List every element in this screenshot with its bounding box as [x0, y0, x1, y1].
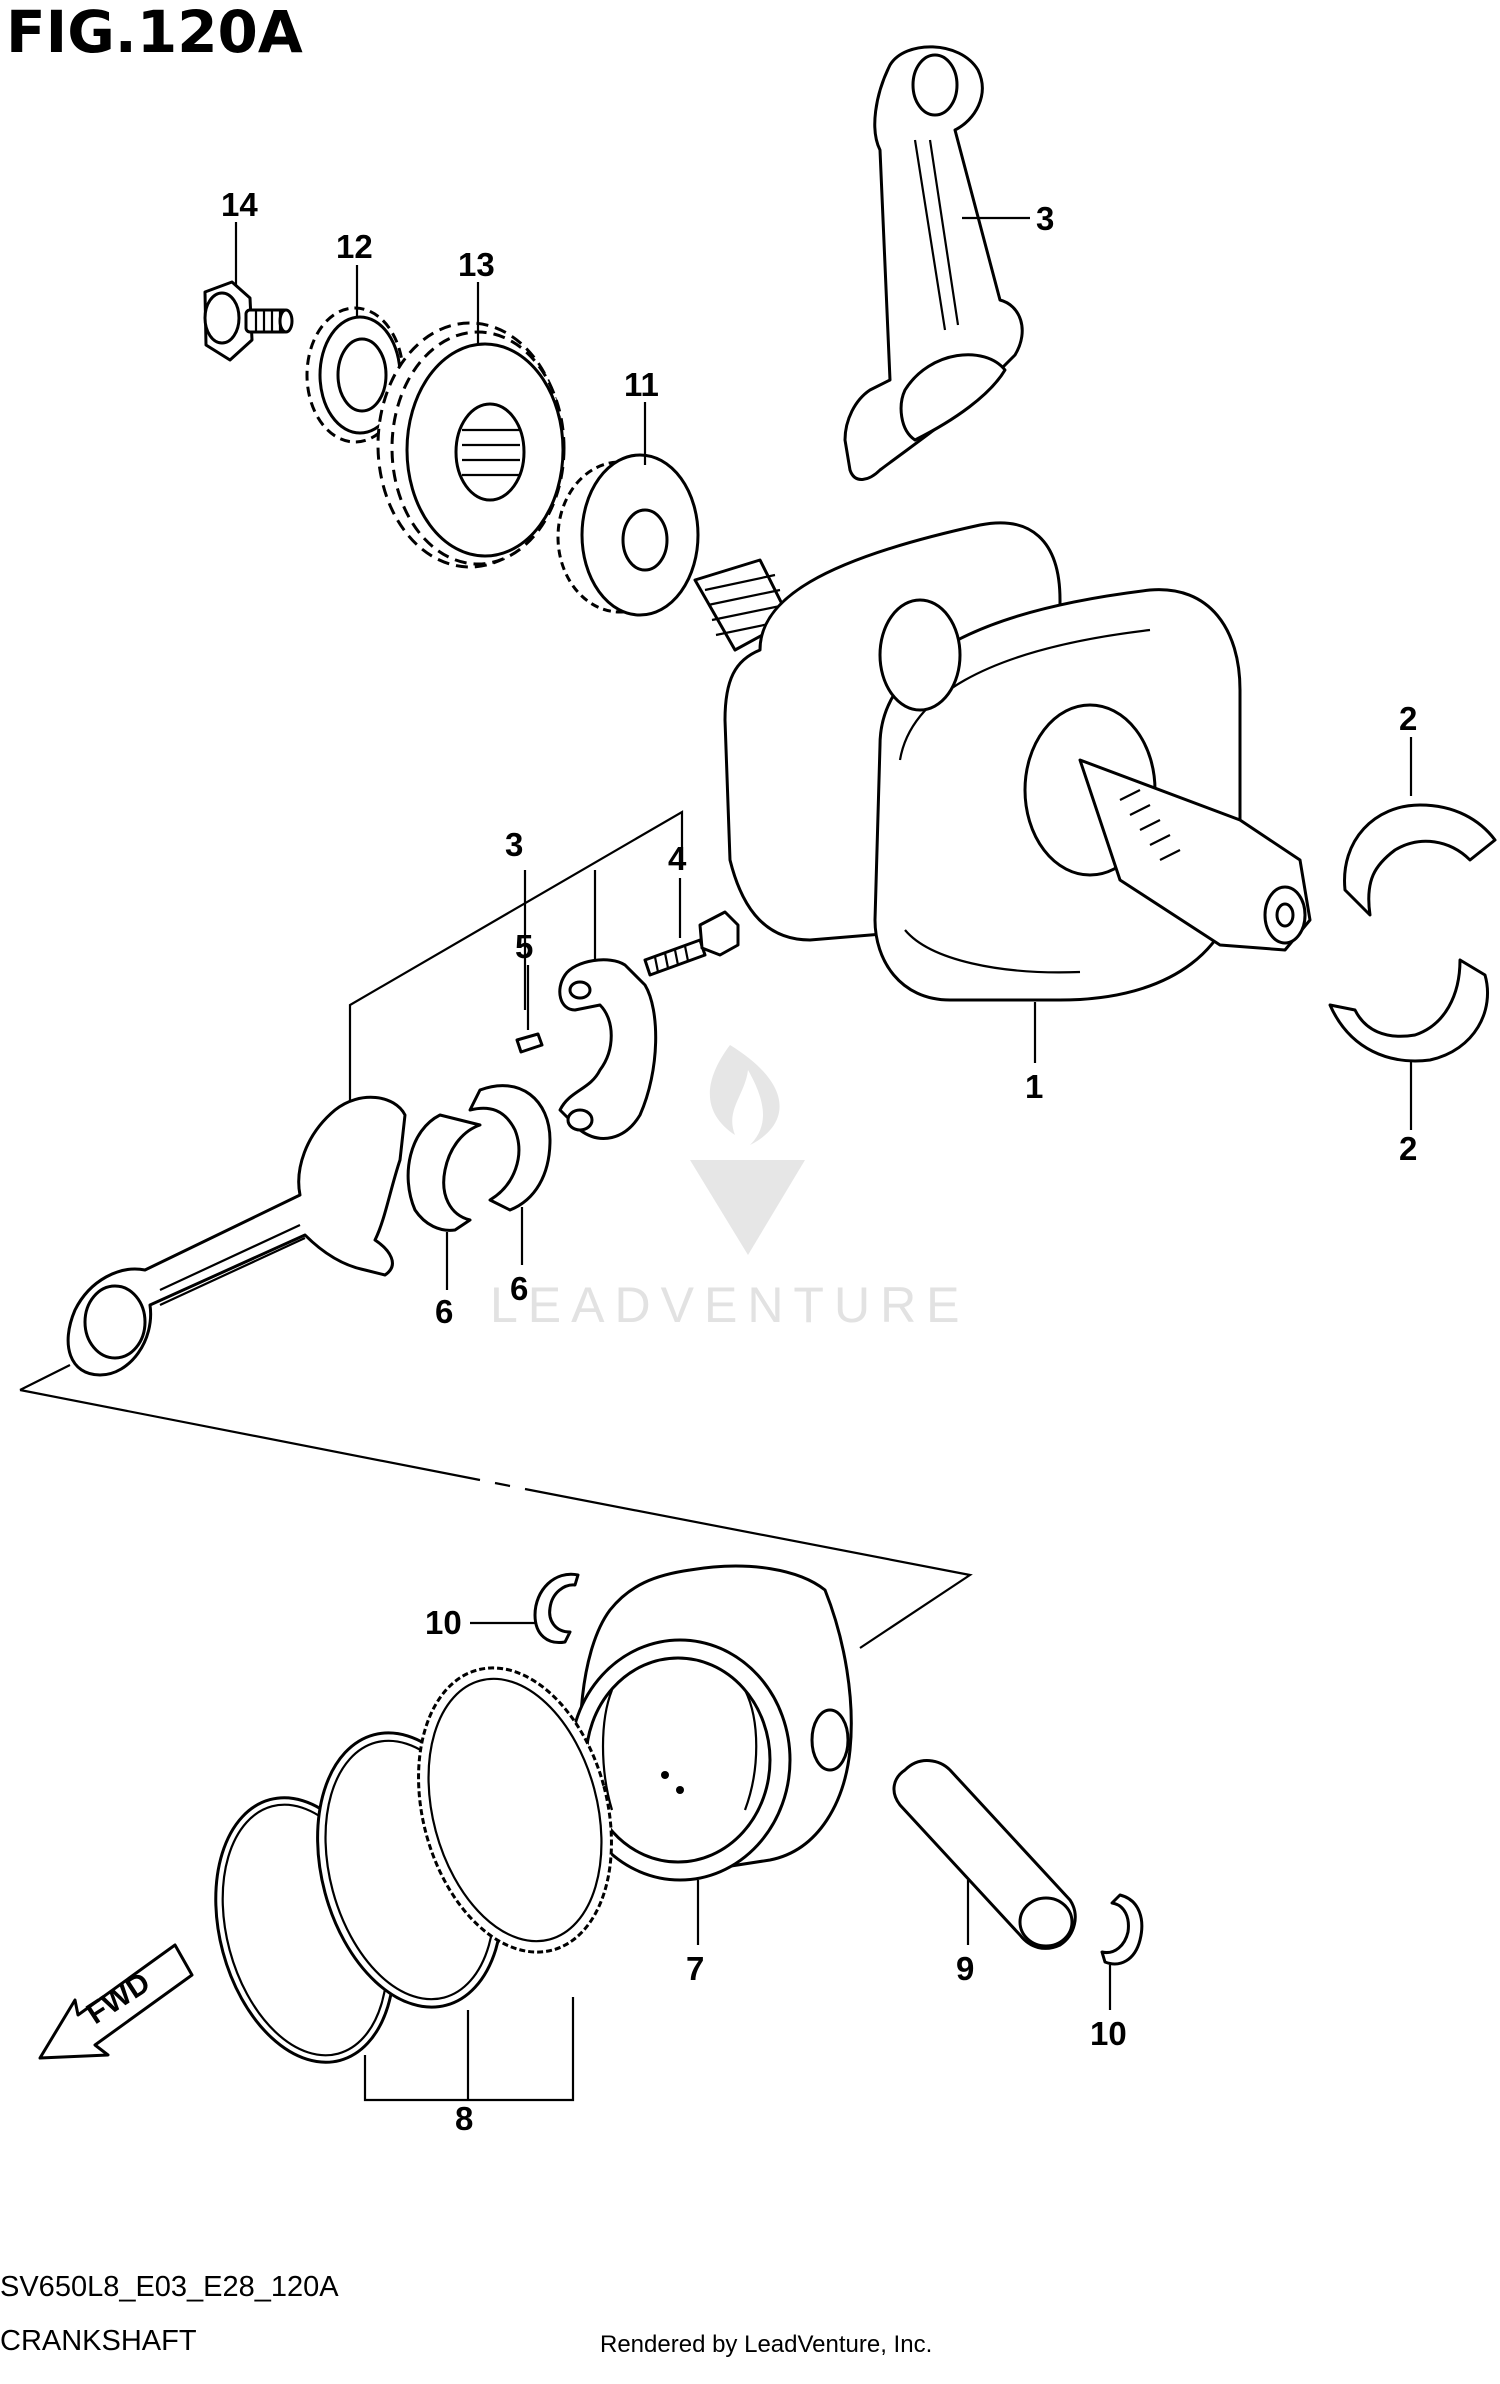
part-3-rod-cap[interactable]: [558, 958, 658, 1140]
part-4-rod-bolt[interactable]: [643, 910, 740, 977]
callout-6-a[interactable]: 6: [435, 1293, 453, 1330]
leadventure-watermark: LEADVENTURE: [490, 1045, 970, 1333]
part-2-crank-bearing-lower[interactable]: [1328, 958, 1490, 1063]
callout-7[interactable]: 7: [686, 1950, 704, 1987]
fwd-direction-badge: FWD: [38, 1943, 194, 2060]
callout-2-upper[interactable]: 2: [1399, 700, 1417, 737]
part-3-connecting-rod-lower[interactable]: [66, 1095, 407, 1377]
part-2-crank-bearing-upper[interactable]: [1343, 803, 1497, 917]
callout-2-lower[interactable]: 2: [1399, 1130, 1417, 1167]
part-6-rod-bearing-b[interactable]: [468, 1084, 552, 1212]
part-7-piston[interactable]: [568, 1564, 853, 1882]
part-10-circlip-right[interactable]: [1100, 1893, 1144, 1966]
callout-12[interactable]: 12: [336, 228, 373, 265]
callout-10-left[interactable]: 10: [425, 1604, 462, 1641]
callout-8[interactable]: 8: [455, 2100, 473, 2137]
callout-1[interactable]: 1: [1025, 1068, 1043, 1105]
part-13-large-gear[interactable]: [376, 321, 566, 569]
part-10-circlip-left[interactable]: [533, 1572, 580, 1645]
callout-13[interactable]: 13: [458, 246, 495, 283]
part-9-piston-pin[interactable]: [892, 1759, 1077, 1950]
callout-10-right[interactable]: 10: [1090, 2015, 1127, 2052]
rendered-by-credit: Rendered by LeadVenture, Inc.: [600, 2331, 932, 2358]
part-5-dowel-pin[interactable]: [515, 1032, 544, 1054]
callout-4[interactable]: 4: [668, 840, 687, 877]
part-12-small-gear[interactable]: [305, 306, 405, 444]
part-6-rod-bearing-a[interactable]: [406, 1113, 482, 1232]
watermark-text: LEADVENTURE: [490, 1277, 970, 1333]
callout-3-top[interactable]: 3: [1036, 200, 1054, 237]
part-1-crankshaft[interactable]: [693, 521, 1312, 1002]
section-name: CRANKSHAFT: [0, 2325, 197, 2357]
part-14-bolt[interactable]: [203, 280, 294, 362]
figure-code: SV650L8_E03_E28_120A: [0, 2271, 339, 2303]
part-8-piston-rings[interactable]: [188, 1646, 641, 2082]
callout-14[interactable]: 14: [221, 186, 258, 223]
part-3-connecting-rod-top[interactable]: [843, 45, 1024, 481]
figure-title: FIG.120A: [6, 0, 303, 66]
callout-9[interactable]: 9: [956, 1950, 974, 1987]
callout-11[interactable]: 11: [624, 366, 659, 403]
callout-6-b[interactable]: 6: [510, 1270, 528, 1307]
part-11-thrust-washer[interactable]: [556, 453, 700, 617]
callout-3-lower[interactable]: 3: [505, 826, 523, 863]
callout-5[interactable]: 5: [515, 928, 533, 965]
